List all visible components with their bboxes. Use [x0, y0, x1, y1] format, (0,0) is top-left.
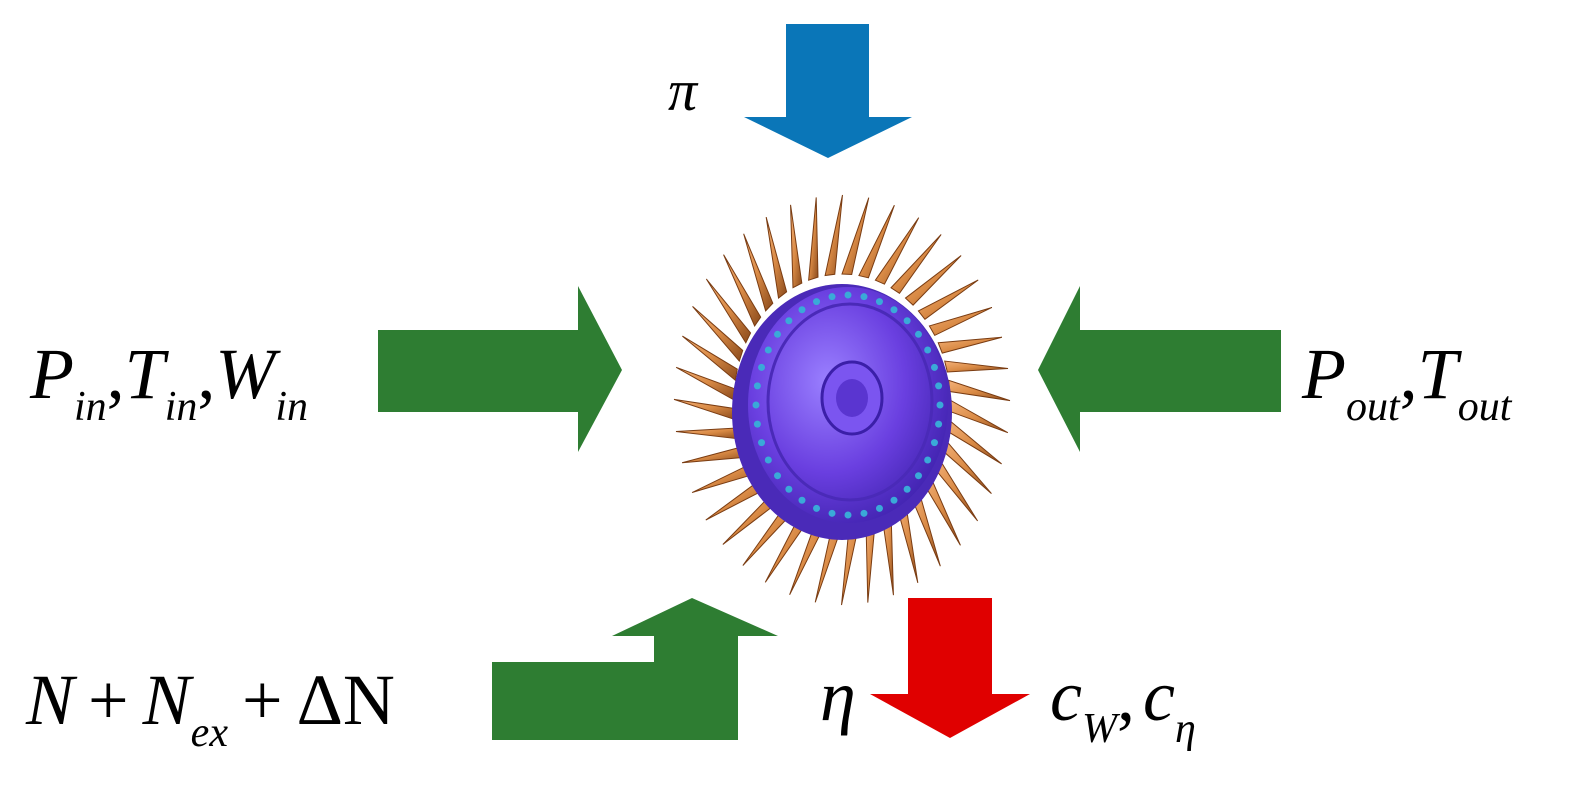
- rotor-bolt: [935, 420, 943, 428]
- coefficients-label: cW,cη: [1050, 656, 1196, 752]
- rotor-blade: [948, 379, 1011, 402]
- rotor-bolt: [875, 298, 883, 306]
- rotor-bolt: [924, 456, 932, 464]
- rotor-bolt: [930, 439, 938, 447]
- rotor-blade: [890, 234, 942, 295]
- rotor-bolt: [764, 456, 772, 464]
- rotor-bolt: [890, 306, 898, 314]
- rotor-blade: [841, 197, 870, 276]
- rotor-bolt: [753, 420, 761, 428]
- rotor-bolt: [930, 363, 938, 371]
- rotor-bolt: [936, 401, 944, 409]
- rotor-bolt: [844, 511, 852, 519]
- rotor-blade: [937, 336, 1003, 354]
- rotor-blade: [675, 427, 740, 440]
- left-inputs-label: Pin,Tin,Win: [29, 334, 308, 430]
- rotor-bolt: [753, 382, 761, 390]
- rotor-bolt: [813, 504, 821, 512]
- rotor-bolt: [914, 330, 922, 338]
- rotor-bolt: [752, 401, 760, 409]
- rotor-blade: [705, 278, 752, 344]
- efficiency-label: η: [820, 656, 856, 736]
- rotor-bolt: [844, 291, 852, 299]
- rotor-blade: [790, 204, 803, 289]
- rotor-bolt: [798, 496, 806, 504]
- rotor-bolt: [774, 330, 782, 338]
- rotor-blade: [858, 204, 895, 279]
- rotor-blade: [928, 306, 993, 337]
- rotor-blade: [681, 446, 747, 464]
- speed-label: N+Nex+ΔN: [25, 660, 395, 756]
- rotor-bolt: [798, 306, 806, 314]
- rotor-blade: [904, 255, 962, 306]
- rotor-bolt: [758, 363, 766, 371]
- right-arrow: [1038, 286, 1281, 452]
- rotor-bolt: [875, 504, 883, 512]
- rotor-bolt: [924, 346, 932, 354]
- rotor-blade: [944, 360, 1009, 373]
- rotor-blade: [874, 217, 920, 285]
- rotor-blade: [808, 197, 819, 281]
- pi-label: π: [668, 58, 699, 123]
- rotor-bolt: [935, 382, 943, 390]
- rotor-blade: [917, 279, 979, 320]
- turbine-rotor-icon: [673, 194, 1011, 606]
- rotor-bolt: [785, 485, 793, 493]
- rotor-blade: [765, 216, 788, 299]
- bottom-arrow: [870, 598, 1030, 738]
- rotor-bolt: [774, 472, 782, 480]
- rotor-bolt: [813, 298, 821, 306]
- rotor-bolt: [764, 346, 772, 354]
- top-arrow: [744, 24, 912, 158]
- rotor-bolt: [914, 472, 922, 480]
- left-arrow: [378, 286, 622, 452]
- right-inputs-label: Pout,Tout: [1301, 334, 1513, 430]
- rotor-bolt: [903, 317, 911, 325]
- bottom-left-arrow: [492, 598, 778, 740]
- rotor-bolt: [828, 509, 836, 517]
- rotor-blade: [692, 306, 744, 363]
- rotor-blade: [682, 335, 738, 382]
- rotor-bolt: [903, 485, 911, 493]
- rotor-blade: [723, 254, 762, 327]
- rotor-bolt: [860, 293, 868, 301]
- rotor-bolt: [785, 317, 793, 325]
- rotor-bolt: [860, 509, 868, 517]
- rotor-blade: [673, 398, 736, 421]
- rotor-bolt: [758, 439, 766, 447]
- rotor-bolt: [890, 496, 898, 504]
- rotor-blade: [824, 194, 843, 277]
- rotor-blade: [743, 233, 774, 312]
- rotor-bolt: [828, 293, 836, 301]
